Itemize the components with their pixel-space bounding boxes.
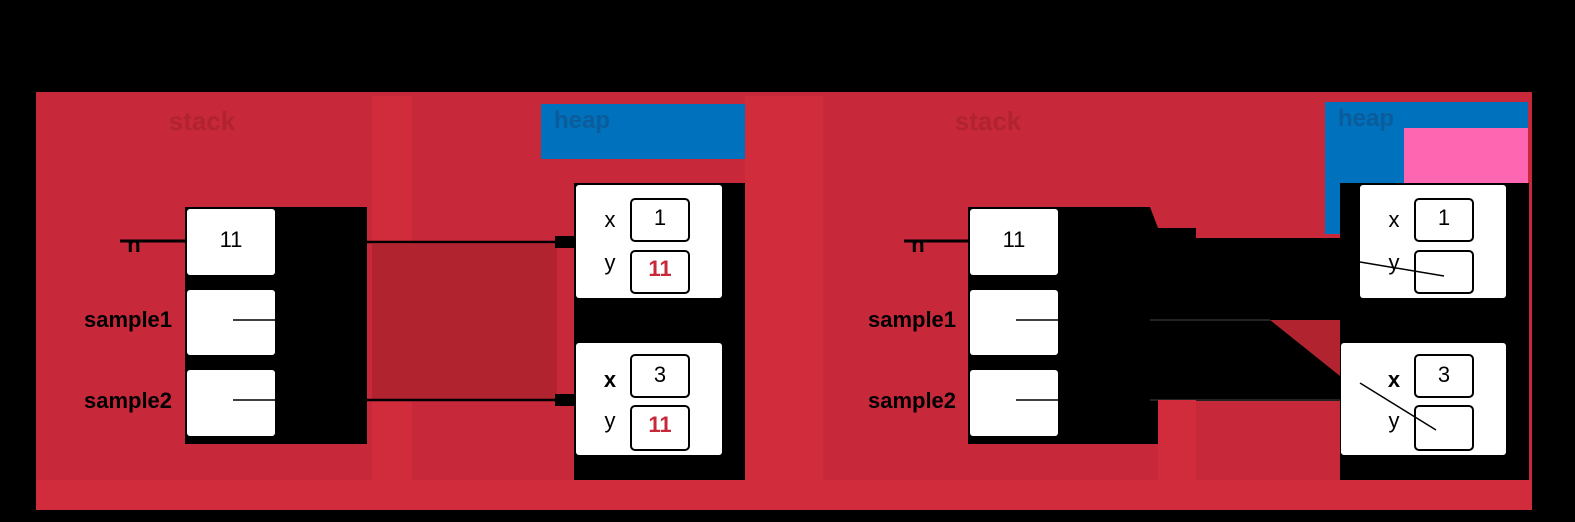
heap-title-right: heap [1338,105,1394,132]
field-name: x [1389,207,1400,232]
field-value: 1 [654,205,666,230]
stack-title-left: stack [169,106,236,136]
panel-bottom-band [36,480,1532,510]
stack-cell-value: 11 [1003,227,1026,252]
stack-cell [970,209,1058,275]
stack-cell-value: 11 [220,227,243,252]
stack-cell [970,370,1058,436]
field-box [630,198,690,242]
variable-label: sample2 [868,388,956,413]
field-name: x [604,367,617,392]
field-value: 1 [1438,205,1450,230]
variable-label: sample1 [84,307,172,332]
field-value: 3 [1438,362,1450,387]
field-name: y [1389,250,1400,275]
connector-shape [1150,207,1345,444]
field-name: y [605,408,616,433]
stack-cell [187,290,275,355]
variable-label: n [911,232,924,257]
panel-strip [745,96,823,510]
field-box [630,354,690,398]
arrow-zone [372,244,557,400]
field-box [1414,354,1474,398]
stack-title-right: stack [955,106,1022,136]
variable-label: sample2 [84,388,172,413]
field-value: 11 [648,256,671,281]
field-name: y [1389,408,1400,433]
connector-shape [1158,228,1196,400]
reference-line [1359,261,1445,277]
field-name: y [605,250,616,275]
field-name: x [1388,367,1401,392]
heap-title-left: heap [554,107,610,134]
arrow-head [555,394,575,406]
field-box [1414,198,1474,242]
panel-strip [1158,400,1196,510]
field-name: x [605,207,616,232]
arrow-head [555,236,575,248]
field-box [630,250,690,294]
stack-cell [970,290,1058,355]
variable-label: n [127,232,140,257]
field-value: 11 [648,412,671,437]
heap-header-left [541,104,745,159]
reference-line [1359,382,1437,431]
highlight-box [1404,128,1528,184]
variable-label: sample1 [868,307,956,332]
stack-cell [187,209,275,275]
field-value: 3 [654,362,666,387]
field-box [630,405,690,451]
stack-cell [187,370,275,436]
field-box [1414,250,1474,294]
field-box [1414,405,1474,451]
